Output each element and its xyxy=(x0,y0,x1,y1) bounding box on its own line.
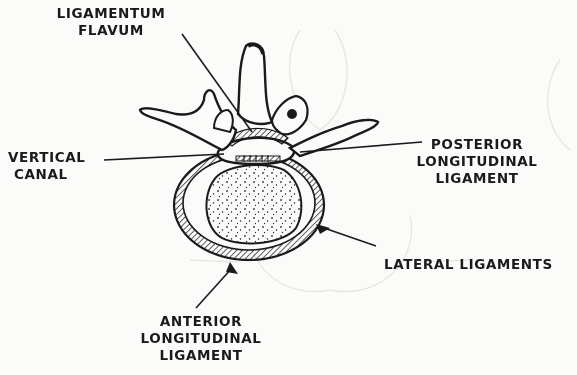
label-anterior-longitudinal-ligament: ANTERIOR LONGITUDINAL LIGAMENT xyxy=(128,314,274,365)
posterior-ligament-band xyxy=(236,156,280,161)
anterior-ligament-arrow xyxy=(226,262,238,274)
label-line: CANAL xyxy=(8,167,85,184)
label-ligamentum-flavum: LIGAMENTUM FLAVUM xyxy=(56,6,166,40)
label-line: POSTERIOR xyxy=(404,137,550,154)
label-line: LONGITUDINAL xyxy=(128,331,274,348)
spinous-process xyxy=(238,44,272,124)
label-line: FLAVUM xyxy=(56,23,166,40)
label-line: LIGAMENTUM xyxy=(56,6,166,23)
label-line: LONGITUDINAL xyxy=(404,154,550,171)
label-vertical-canal: VERTICAL CANAL xyxy=(8,150,85,184)
lateral-ligaments-arrow xyxy=(316,224,330,234)
label-posterior-longitudinal-ligament: POSTERIOR LONGITUDINAL LIGAMENT xyxy=(404,137,550,188)
label-line: LATERAL LIGAMENTS xyxy=(384,257,553,274)
label-line: VERTICAL xyxy=(8,150,85,167)
articular-facet-mark xyxy=(287,109,297,119)
label-lateral-ligaments: LATERAL LIGAMENTS xyxy=(384,257,553,274)
label-line: LIGAMENT xyxy=(404,171,550,188)
label-line: LIGAMENT xyxy=(128,348,274,365)
cancellous-core xyxy=(206,165,301,243)
label-line: ANTERIOR xyxy=(128,314,274,331)
